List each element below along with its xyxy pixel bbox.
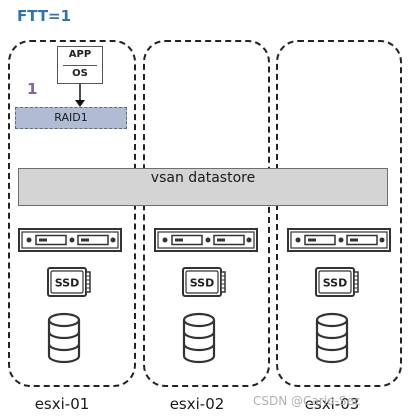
datastore-label: vsan datastore [150,170,256,186]
vsan-datastore: vsan datastore [18,168,388,206]
host-box-esxi-03 [276,40,402,387]
database-icon [47,312,81,364]
ssd-icon: SSD [315,267,359,297]
replica-index: 1 [27,80,38,98]
host-label-esxi-01: esxi-01 [34,395,90,413]
host-box-esxi-01 [8,40,136,387]
raid-box: RAID1 [15,107,127,129]
ssd-label: SSD [55,277,79,290]
host-label-esxi-03: esxi-03 [304,395,360,413]
watermark: CSDN @Cario-Sec [253,394,361,408]
app-label: APP [68,49,92,60]
vm-box: APP OS [57,46,103,84]
ssd-icon: SSD [182,267,226,297]
ssd-label: SSD [190,277,214,290]
host-box-esxi-02 [143,40,270,387]
diagram-title: FTT=1 [17,7,72,25]
database-icon [315,312,349,364]
raid-label: RAID1 [54,111,88,124]
ssd-icon: SSD [47,267,91,297]
server-icon [18,228,122,252]
down-arrow-icon [75,84,85,107]
server-icon [154,228,258,252]
host-label-esxi-02: esxi-02 [169,395,225,413]
app-os-separator [63,65,97,66]
ssd-label: SSD [323,277,347,290]
database-icon [182,312,216,364]
os-label: OS [72,68,88,79]
server-icon [287,228,391,252]
